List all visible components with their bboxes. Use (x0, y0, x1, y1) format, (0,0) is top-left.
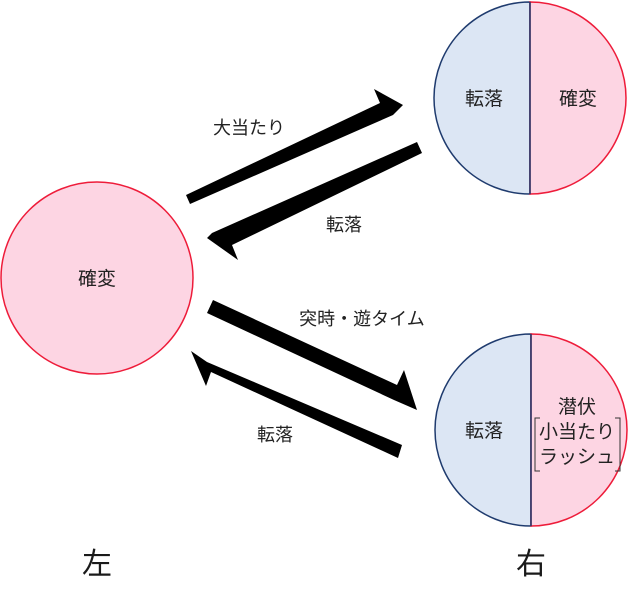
side-label-right: 右 (516, 547, 546, 582)
bottom-right-line-1: 潜伏 (558, 396, 596, 418)
bottom-right-left-label: 転落 (465, 420, 503, 442)
label-lower-back: 転落 (257, 425, 293, 446)
top-right-right-label: 確変 (559, 88, 597, 110)
bottom-right-line-2: 小当たり (539, 421, 615, 443)
top-right-state: 転落 確変 (433, 1, 627, 195)
top-right-left-label: 転落 (465, 88, 503, 110)
left-state-label: 確変 (78, 268, 116, 290)
top-right-right-half (529, 1, 627, 195)
bottom-right-left-half (434, 333, 532, 527)
bottom-right-state: 転落 潜伏 小当たり ラッシュ (434, 333, 628, 527)
arrow-lower-forward (207, 300, 417, 410)
side-label-left: 左 (82, 547, 112, 582)
arrow-upper-forward (186, 89, 403, 204)
left-state-circle (0, 181, 194, 375)
bottom-right-right-half (530, 333, 628, 527)
label-lower-forward: 突時・遊タイム (299, 309, 425, 330)
label-upper-back: 転落 (326, 215, 362, 236)
bracket-right (615, 417, 621, 472)
arrow-upper-back (207, 142, 422, 260)
bracket-left (534, 417, 540, 472)
arrow-lower-back (191, 351, 402, 458)
bottom-right-line-3: ラッシュ (539, 446, 615, 468)
top-right-left-half (433, 1, 531, 195)
label-upper-forward: 大当たり (213, 118, 285, 139)
